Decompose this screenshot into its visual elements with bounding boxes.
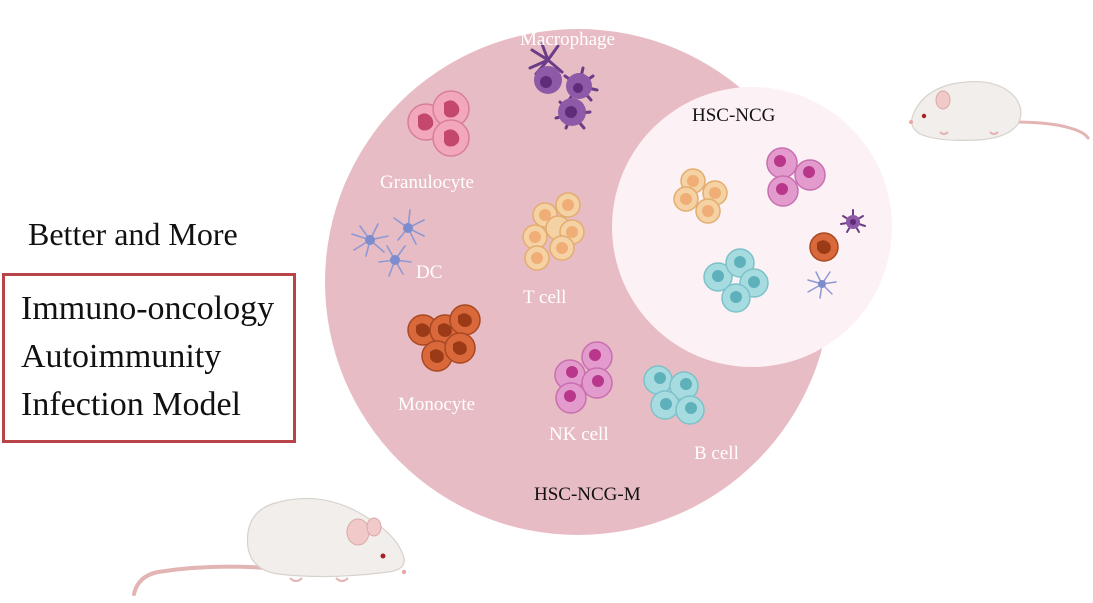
granulocyte-icon xyxy=(407,90,470,157)
inner-monocyte-icon xyxy=(809,232,839,262)
label-dc: DC xyxy=(416,262,442,283)
mouse-top-right-icon xyxy=(909,80,1090,141)
monocyte-icon xyxy=(407,304,481,372)
applications-box: Immuno-oncology Autoimmunity Infection M… xyxy=(2,273,296,443)
inner-b-cell-icon xyxy=(703,248,769,313)
application-autoimmunity: Autoimmunity xyxy=(21,338,222,375)
label-hsc-ncg-m: HSC-NCG-M xyxy=(534,484,641,505)
label-b-cell: B cell xyxy=(694,443,739,464)
application-infection-model: Infection Model xyxy=(21,386,241,423)
nk-cell-icon xyxy=(554,341,613,414)
label-nk-cell: NK cell xyxy=(549,424,609,445)
macrophage-icon xyxy=(528,42,599,130)
inner-macrophage-icon xyxy=(840,209,866,233)
inner-nk-cell-icon xyxy=(766,147,826,207)
label-hsc-ncg: HSC-NCG xyxy=(692,105,776,126)
label-t-cell: T cell xyxy=(523,287,566,308)
b-cell-icon xyxy=(643,365,705,425)
label-macrophage: Macrophage xyxy=(520,29,615,50)
t-cell-icon xyxy=(522,192,585,271)
left-panel: Better and More Immuno-oncology Autoimmu… xyxy=(0,0,330,603)
dc-icon xyxy=(351,209,425,277)
inner-circle-hsc-ncg xyxy=(612,87,892,367)
headline: Better and More xyxy=(28,216,238,252)
application-immuno-oncology: Immuno-oncology xyxy=(21,290,275,327)
mouse-bottom-left-icon xyxy=(132,497,407,596)
inner-dc-icon xyxy=(807,271,837,299)
inner-t-cell-icon xyxy=(673,168,728,224)
label-granulocyte: Granulocyte xyxy=(380,172,474,193)
label-monocyte: Monocyte xyxy=(398,394,475,415)
